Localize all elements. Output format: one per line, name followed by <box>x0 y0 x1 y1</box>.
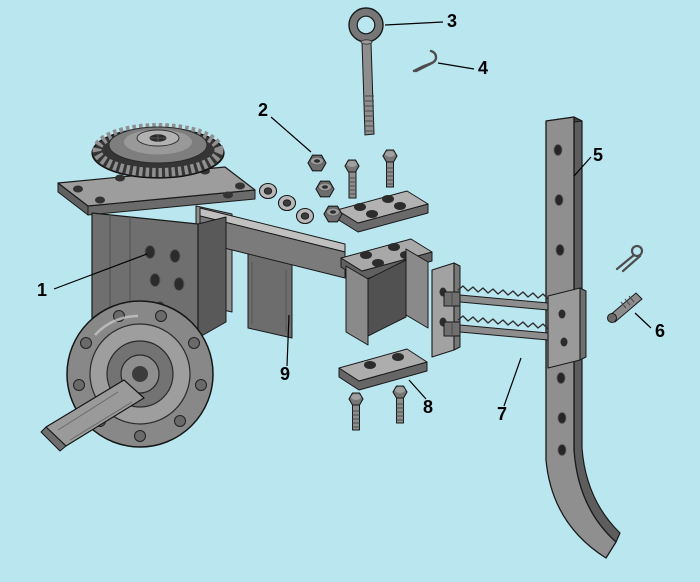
callout-9-label: 9 <box>280 364 290 384</box>
leader-lines <box>53 21 652 407</box>
threaded-pin <box>607 292 643 323</box>
clamp-assembly <box>431 262 587 369</box>
eye-bolt <box>348 7 384 136</box>
output-shaft <box>40 379 145 452</box>
callout-5-label: 5 <box>593 145 603 165</box>
callout-7-label: 7 <box>497 404 507 424</box>
callout-3-label: 3 <box>447 11 457 31</box>
hex-bolts-upper <box>344 149 398 199</box>
washers <box>258 182 315 225</box>
shank <box>545 116 621 559</box>
bevel-gear <box>91 123 225 179</box>
cotter-pin-icon <box>412 49 438 73</box>
pin-set <box>607 244 644 323</box>
callout-4-label: 4 <box>478 58 488 78</box>
upper-mount-plate <box>336 190 429 233</box>
callout-1-label: 1 <box>37 280 47 300</box>
hex-nuts <box>307 154 343 223</box>
hardware-set <box>258 149 398 225</box>
hairpin-clip-icon <box>615 244 644 273</box>
lower-clamp-plate <box>338 348 428 431</box>
callouts: 1 2 3 4 5 6 7 8 9 <box>37 11 665 424</box>
gearbox-assembly <box>40 123 256 452</box>
callout-6-label: 6 <box>655 321 665 341</box>
hex-bolts-lower <box>348 385 408 431</box>
callout-8-label: 8 <box>423 397 433 417</box>
callout-2-label: 2 <box>258 100 268 120</box>
